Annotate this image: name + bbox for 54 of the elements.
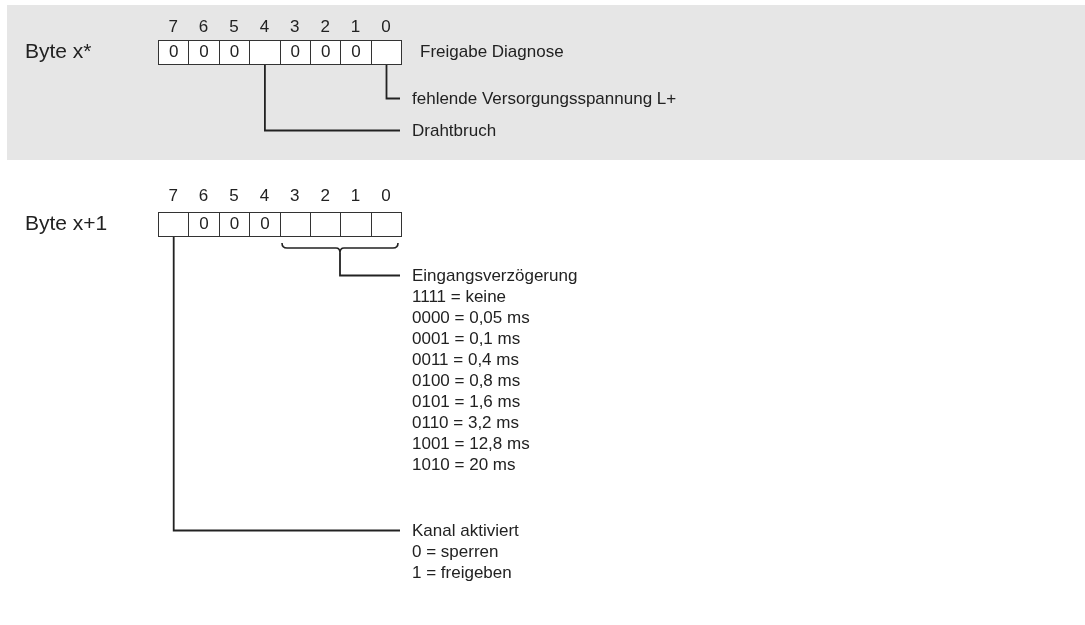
value-text: 1 = freigeben — [412, 562, 512, 583]
bit-cell: 0 — [188, 40, 220, 65]
byte-label: Byte x* — [25, 38, 92, 64]
value-text: 1001 = 12,8 ms — [412, 433, 530, 454]
bit-cell — [249, 40, 281, 65]
leader-line — [172, 236, 401, 532]
bit-number: 6 — [198, 17, 209, 38]
bit-cell — [158, 212, 190, 237]
bit-number: 2 — [320, 186, 330, 207]
description-text: fehlende Versorgungsspannung L+ — [400, 88, 677, 109]
bit-number: 7 — [168, 17, 178, 38]
bit-number: 1 — [350, 17, 361, 38]
bit-number: 6 — [198, 186, 209, 207]
bit-number: 4 — [259, 186, 270, 207]
value-text: 0 = sperren — [412, 541, 499, 562]
value-text: 0101 = 1,6 ms — [412, 391, 521, 412]
description-text: Drahtbruch — [400, 120, 497, 141]
value-text: 0000 = 0,05 ms — [412, 307, 530, 328]
bit-cell: 0 — [188, 212, 220, 237]
bit-cell: 0 — [218, 40, 251, 65]
value-text: 1111 = keine — [412, 286, 507, 307]
bit-cell: 0 — [340, 40, 372, 65]
bit-cell: 0 — [249, 212, 281, 237]
bit-number: 7 — [168, 186, 178, 207]
value-text: 0011 = 0,4 ms — [412, 349, 519, 370]
bit-cell — [340, 212, 372, 237]
bit-number: 0 — [381, 186, 391, 207]
byte-label: Byte x+1 — [25, 210, 108, 236]
leader-line — [264, 64, 401, 132]
value-text: 1010 = 20 ms — [412, 454, 516, 475]
bit-number: 3 — [290, 186, 300, 207]
field-heading: Eingangsverzögerung — [412, 265, 578, 286]
leader-line — [385, 64, 401, 100]
bit-cell: 0 — [279, 40, 311, 65]
value-text: 0001 = 0,1 ms — [412, 328, 521, 349]
leader-line — [339, 252, 401, 277]
bit-cell — [310, 212, 342, 237]
value-text: 0110 = 3,2 ms — [412, 412, 519, 433]
bit-number: 1 — [350, 186, 361, 207]
bit-cell: 0 — [218, 212, 251, 237]
bit-number: 5 — [229, 17, 239, 38]
bit-number: 2 — [320, 17, 330, 38]
value-text: 0100 = 0,8 ms — [412, 370, 521, 391]
bit-number: 5 — [229, 186, 239, 207]
bit-cell: 0 — [158, 40, 190, 65]
bit-cell: 0 — [310, 40, 342, 65]
bit-number: 3 — [290, 17, 300, 38]
field-heading: Kanal aktiviert — [412, 520, 519, 541]
bit-number: 0 — [381, 17, 391, 38]
description-text: Freigabe Diagnose — [420, 42, 564, 63]
bit-number: 4 — [259, 17, 270, 38]
bit-cell — [279, 212, 311, 237]
bit-cell — [370, 212, 403, 237]
bit-cell — [370, 40, 403, 65]
